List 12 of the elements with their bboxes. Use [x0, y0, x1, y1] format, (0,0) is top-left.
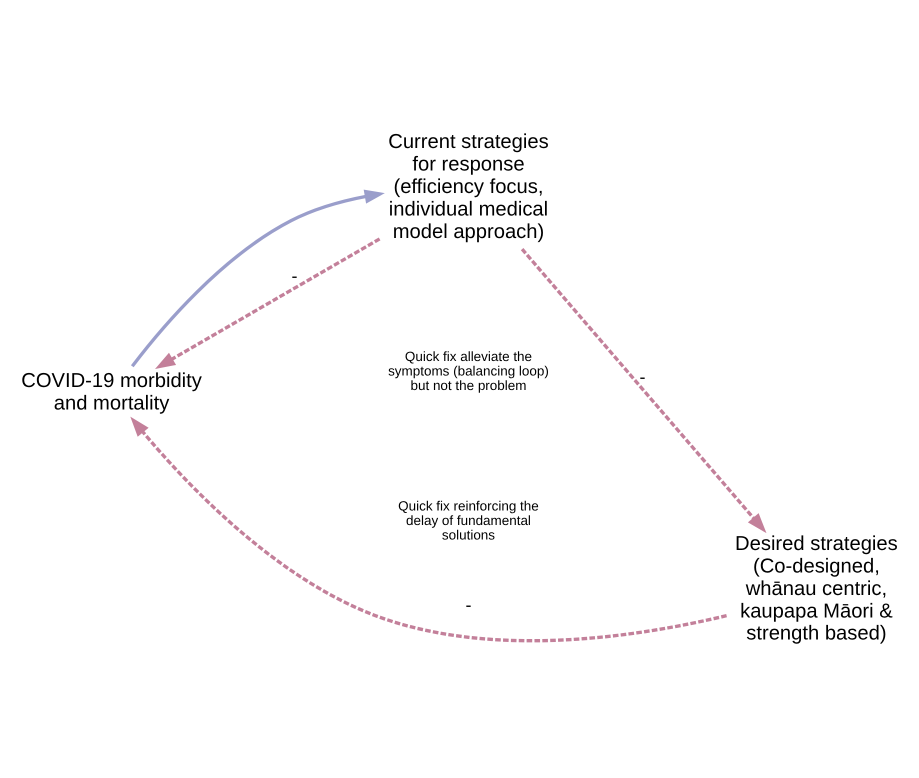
- node-text: Current strategies for response (efficiency focus, individual medical model approach): [388, 131, 549, 243]
- arrow: [155, 237, 380, 369]
- arrow: [130, 190, 385, 368]
- edge-label: -: [465, 595, 472, 616]
- edge-label: -: [639, 367, 646, 388]
- node-text: COVID-19 morbidity and mortality: [21, 370, 202, 415]
- label: Quick fix reinforcing the delay of fundamental solutions: [398, 498, 539, 543]
- arrow: [130, 416, 727, 642]
- node-text: Desired strategies (Co-designed, whānau centric, kaupapa Māori & strength based): [735, 532, 898, 645]
- edge-label: -: [292, 266, 298, 286]
- arrow: [520, 248, 766, 534]
- label: Quick fix alleviate the symptoms (balancing loop) but not the problem: [388, 349, 549, 394]
